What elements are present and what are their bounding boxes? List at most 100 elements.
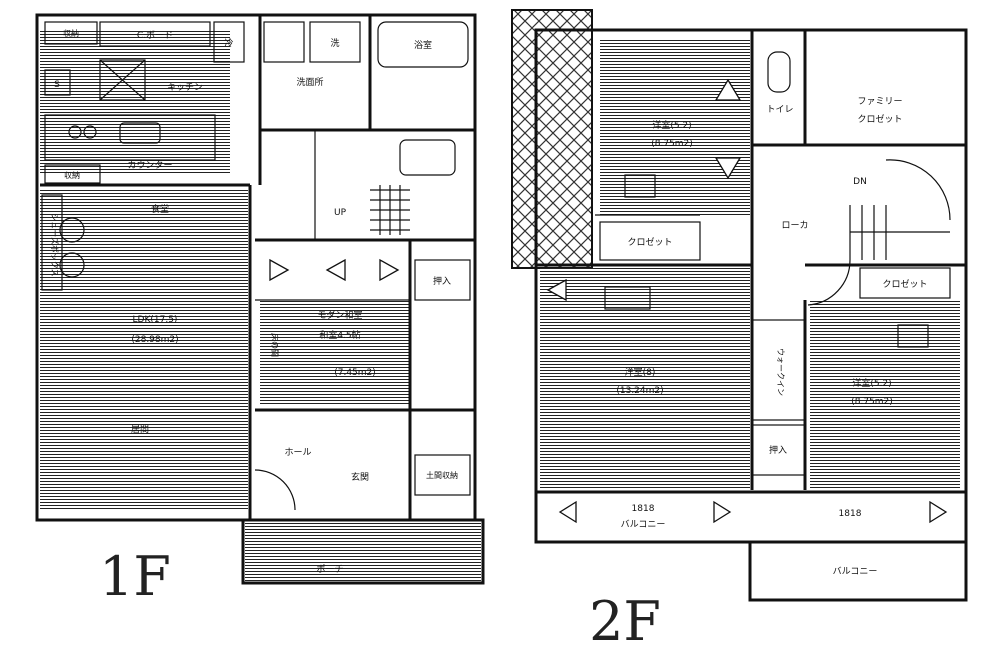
stairs-1f [370,185,410,235]
stairs-2f [849,159,951,260]
ldk-area-label: (28.98m2) [131,335,178,345]
storage-label: 収納 [63,28,79,38]
dn-label: DN [853,177,867,187]
ldk-floor-hatch [40,190,248,510]
triangle-mark [714,157,742,180]
hall-label: ホール [284,447,311,458]
closet-e-box [859,267,951,299]
master-area: (13.24m2) [616,386,663,396]
balcony-2-size: 1818 [839,509,862,519]
floor-1: 収納 C.ボード 冷 洗 浴室 キッチン 洗面所 S カウンター 収納 食堂 L… [35,13,485,608]
s-mark-box [897,324,929,348]
porch-label: ポーチ [316,564,343,575]
ldk-name-label: LDK(17.5) [133,315,178,325]
oshiire-box [414,259,471,301]
bedroom-e-name: 洋室(5.2) [852,377,891,389]
closet-nw-label: クロゼット [627,236,672,248]
cupboard-label: C.ボード [137,30,173,41]
floor-2-label: 2F [589,590,661,651]
floor-1-label: 1F [99,545,171,608]
fridge-box [213,21,245,63]
triangle-mark [379,258,400,282]
kitchen-label: キッチン [167,82,203,93]
modern-washitsu-area: (7.45m2) [334,368,376,378]
washbasin-box [263,21,305,63]
toilet-label: トイレ [766,105,793,115]
shoe-storage-box [414,454,471,496]
door-swing [254,469,296,511]
bedroom-e-area: (8.75m2) [851,397,893,407]
bedroom-nw-area: (8.75m2) [651,139,693,149]
living-label: 居間 [131,424,149,435]
void-lattice [511,9,593,269]
porch-hatch [245,522,481,581]
fridge-label: 冷 [224,37,233,49]
closet-e-label: クロゼット [882,278,927,290]
triangle-mark [325,258,346,282]
triangle-mark [269,258,290,282]
master-hatch [540,268,750,490]
wic-label: ウォークイン [776,348,785,396]
kitchen-sink [119,122,161,144]
dining-label: 食堂 [151,203,169,215]
chair-icon [59,217,85,243]
balcony-1-size: 1818 [632,504,655,514]
bath-label: 浴室 [414,39,432,51]
counter-label: カウンター [127,160,172,171]
wic-box [751,319,806,421]
washer-box [309,21,361,63]
kitchen-floor-hatch [40,30,230,175]
shoe-cabinet-box [41,194,63,291]
shoe-storage-label: 土間収納 [426,470,458,480]
door-swing [807,259,851,306]
burner-icon [68,125,82,139]
modern-washitsu-label-2: 和室4.5帖 [319,329,360,341]
balcony-2-label: バルコニー [833,566,878,577]
storage2-box [44,164,101,184]
storage2-label: 収納 [64,170,80,180]
sink-box [99,59,146,101]
chair-icon [59,252,85,278]
triangle-mark [713,500,732,524]
cupboard-box [99,21,211,47]
oshiire-label: 押入 [433,275,451,287]
s-mark-box [604,286,651,310]
toko-label: 床の間 [270,333,280,357]
hallway-label: ローカ [781,220,808,231]
bedroom-nw-name: 洋室(5.2) [652,119,691,131]
storage-box [44,21,98,45]
triangle-mark [558,500,577,524]
triangle-mark [546,278,567,302]
porch-outline [241,518,485,585]
oshiire-2f-box [751,424,806,476]
toilet-fixture [767,51,791,93]
bedroom-e-hatch [810,300,960,490]
triangle-mark [929,500,948,524]
stove-s-box [44,69,71,96]
s-mark-box [624,174,656,198]
up-label: UP [334,208,347,218]
family-closet-2: クロゼット [857,113,902,125]
family-closet-1: ファミリー [857,97,902,107]
counter-box [44,114,216,161]
balcony-1-label: バルコニー [621,519,666,530]
triangle-mark [714,78,742,101]
wash-room-label: 洗面所 [296,76,323,88]
modern-washitsu-label-1: モダン和室 [317,309,362,321]
s-mark: S [54,80,60,90]
washitsu-floor-hatch [260,300,410,405]
entrance-label: 玄関 [351,471,369,483]
bathtub [377,21,469,68]
master-name: 洋室(8) [625,366,656,378]
balcony-2-outline [748,540,968,602]
bedroom-nw-hatch [600,40,750,215]
closet-nw-box [599,221,701,261]
washer-label: 洗 [330,37,339,49]
sink-cross [99,59,146,101]
shoe-cabinet-label: シューズボックス [50,213,60,276]
oshiire-2f-label: 押入 [769,444,787,456]
balcony-1-outline [534,490,968,544]
burner-icon [83,125,97,139]
toilet-fixture [399,139,456,176]
